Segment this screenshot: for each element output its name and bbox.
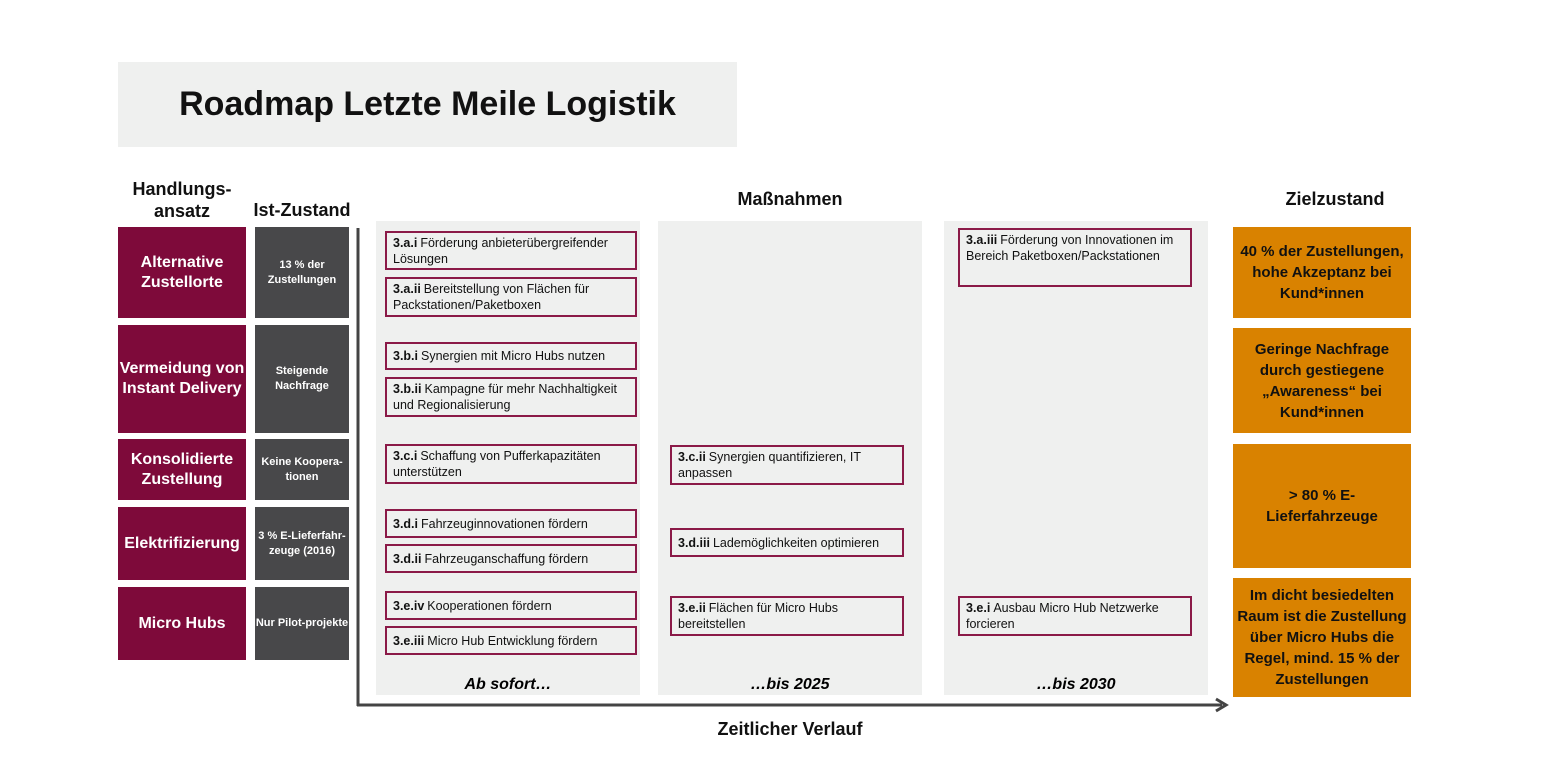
measure-text: Ausbau Micro Hub Netzwerke forcieren [966, 601, 1159, 631]
approach-alternative-zustellorte: Alternative Zustellorte [118, 227, 246, 318]
current-state-2: Steigende Nachfrage [255, 325, 349, 433]
approach-elektrifizierung: Elektrifizierung [118, 507, 246, 580]
current-state-4: 3 % E-Lieferfahr-zeuge (2016) [255, 507, 349, 580]
measure-text: Förderung von Innovationen im Bereich Pa… [966, 233, 1174, 263]
measure-id: 3.e.iii [393, 633, 425, 648]
phase-label-2025: …bis 2025 [750, 676, 830, 693]
measure-text: Schaffung von Pufferkapazitäten unterstü… [393, 449, 601, 479]
phase-label-2030: …bis 2030 [1036, 676, 1116, 693]
measure-text: Fahrzeuginnovationen fördern [421, 516, 588, 531]
target-state-2: Geringe Nachfrage durch gestiegene „Awar… [1233, 328, 1411, 433]
measure-id: 3.e.iv [393, 598, 425, 613]
measure-text: Fahrzeuganschaffung fördern [424, 551, 589, 566]
approach-konsolidierte-zustellung: Konsolidierte Zustellung [118, 439, 246, 500]
measure-id: 3.d.ii [393, 551, 422, 566]
measure-text: Bereitstellung von Flächen für Packstati… [393, 282, 590, 312]
phase-label-now: Ab sofort… [464, 676, 552, 693]
measure-text: Kampagne für mehr Nachhaltigkeit und Reg… [393, 382, 617, 412]
measure-text: Micro Hub Entwicklung fördern [427, 633, 598, 648]
header-measures: Maßnahmen [737, 189, 843, 209]
measure-id: 3.e.i [966, 601, 991, 615]
current-state-1: 13 % der Zustellungen [255, 227, 349, 318]
header-target: Zielzustand [1285, 189, 1385, 209]
measure-id: 3.b.ii [393, 382, 422, 396]
measure-id: 3.b.i [393, 349, 419, 363]
current-state-3: Keine Koopera-tionen [255, 439, 349, 500]
page-title: Roadmap Letzte Meile Logistik [118, 62, 737, 147]
measure-id: 3.d.i [393, 516, 419, 531]
header-current: Ist-Zustand [253, 200, 351, 220]
measure-text: Flächen für Micro Hubs bereitstellen [678, 601, 839, 631]
arrow-right-icon [1215, 697, 1229, 713]
measure-text: Kooperationen fördern [427, 598, 552, 613]
current-state-5: Nur Pilot-projekte [255, 587, 349, 660]
measure-id: 3.c.ii [678, 450, 706, 464]
measure-id: 3.a.iii [966, 233, 998, 247]
target-state-4: Im dicht besiedelten Raum ist die Zustel… [1233, 578, 1411, 697]
measure-id: 3.e.ii [678, 601, 706, 615]
target-state-1: 40 % der Zustellungen, hohe Akzeptanz be… [1233, 227, 1411, 318]
measure-id: 3.d.iii [678, 535, 710, 550]
measure-text: Förderung anbieterübergreifender Lösunge… [393, 235, 608, 266]
measure-id: 3.a.i [393, 235, 418, 250]
approach-micro-hubs: Micro Hubs [118, 587, 246, 660]
measure-text: Lademöglichkeiten optimieren [712, 535, 880, 550]
approach-instant-delivery: Vermeidung von Instant Delivery [118, 325, 246, 433]
measure-text: Synergien quantifizieren, IT anpassen [678, 450, 861, 480]
target-state-3: > 80 % E-Lieferfahrzeuge [1233, 444, 1411, 568]
timeline-label: Zeitlicher Verlauf [717, 719, 863, 739]
measure-id: 3.c.i [393, 449, 418, 463]
measure-id: 3.a.ii [393, 282, 421, 296]
header-approach: Handlungs-ansatz [132, 179, 232, 221]
measure-text: Synergien mit Micro Hubs nutzen [421, 349, 606, 363]
